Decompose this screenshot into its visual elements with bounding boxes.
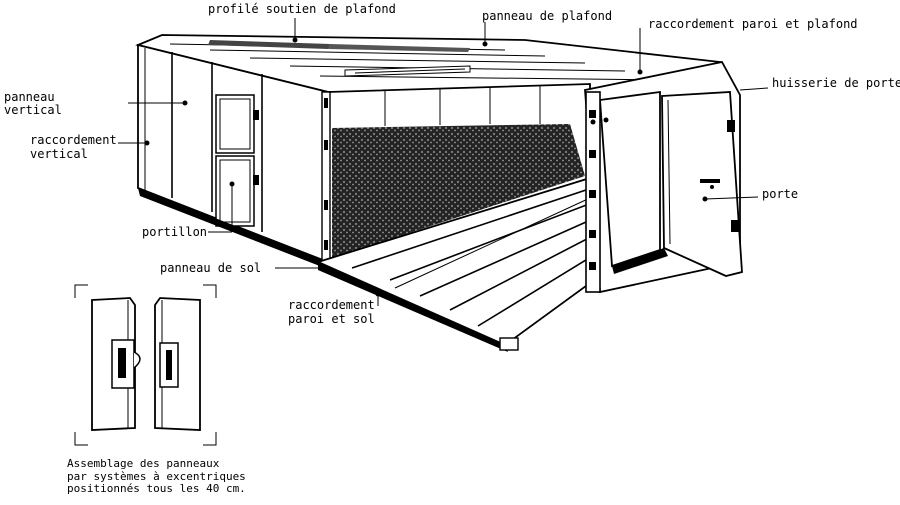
label-vertical-panel-line1: panneau [4, 90, 55, 104]
label-vertical-joint-line2: vertical [30, 147, 88, 161]
label-wall-floor-joint-line2: paroi et sol [288, 312, 375, 326]
left-wall [137, 43, 330, 270]
back-wall [321, 83, 591, 264]
label-wall-ceiling-joint: raccordement paroi et plafond [648, 17, 858, 31]
ceiling-panels [135, 34, 723, 93]
label-door: porte [762, 187, 798, 201]
label-floor-panel: panneau de sol [160, 261, 261, 275]
labels: profilé soutien de plafond panneau de pl… [4, 2, 900, 326]
assembly-caption: Assemblage des panneaux par systèmes à e… [67, 457, 246, 495]
floor-panels [315, 177, 662, 352]
leader-lines [118, 18, 769, 306]
label-door-frame: huisserie de porte [772, 76, 900, 90]
label-ceiling-support-profile: profilé soutien de plafond [208, 2, 396, 16]
label-vertical-joint-line1: raccordement [30, 133, 117, 147]
panel-assembly-inset [74, 284, 217, 446]
label-wall-floor-joint-line1: raccordement [288, 298, 375, 312]
label-ceiling-panel: panneau de plafond [482, 9, 612, 23]
label-hatch: portillon [142, 225, 207, 239]
door [612, 91, 743, 277]
label-vertical-panel-line2: vertical [4, 103, 62, 117]
